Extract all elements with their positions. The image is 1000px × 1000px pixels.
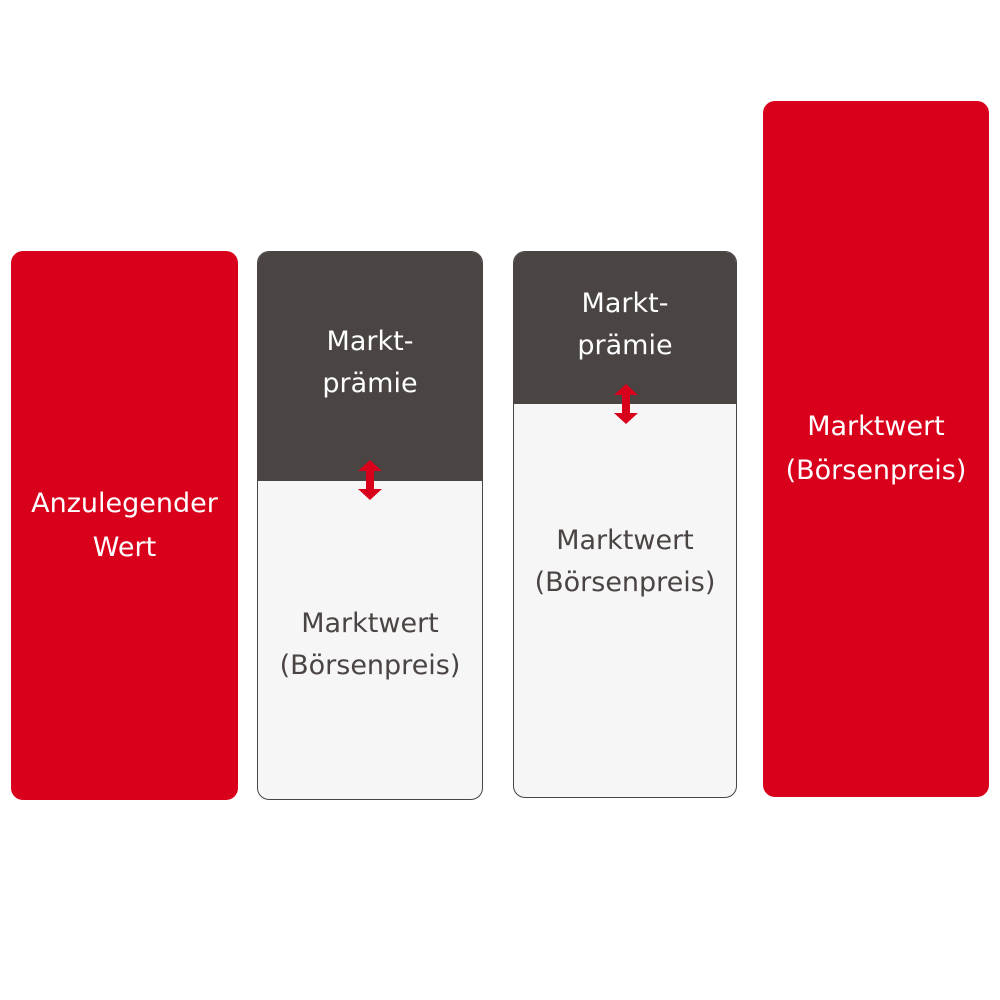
market-premium-label: Markt- prämie (322, 326, 418, 399)
double-arrow-icon (614, 384, 638, 424)
market-premium-label: Markt- prämie (577, 288, 673, 361)
market-premium-block: Markt- prämie (514, 252, 736, 404)
fair-value-label: Anzulegender Wert (31, 487, 218, 563)
double-arrow-icon (358, 460, 382, 500)
market-value-label: Marktwert (Börsenpreis) (279, 608, 461, 681)
market-value-label: Marktwert (Börsenpreis) (534, 525, 716, 598)
column-market-value: Marktwert (Börsenpreis) (763, 101, 989, 797)
column-premium-small: Markt- prämie Marktwert (Börsenpreis) (513, 251, 737, 798)
column-fair-value: Anzulegender Wert (11, 251, 238, 800)
market-premium-block: Markt- prämie (258, 252, 482, 481)
column-premium-large: Markt- prämie Marktwert (Börsenpreis) (257, 251, 483, 800)
market-value-label: Marktwert (Börsenpreis) (785, 411, 967, 486)
